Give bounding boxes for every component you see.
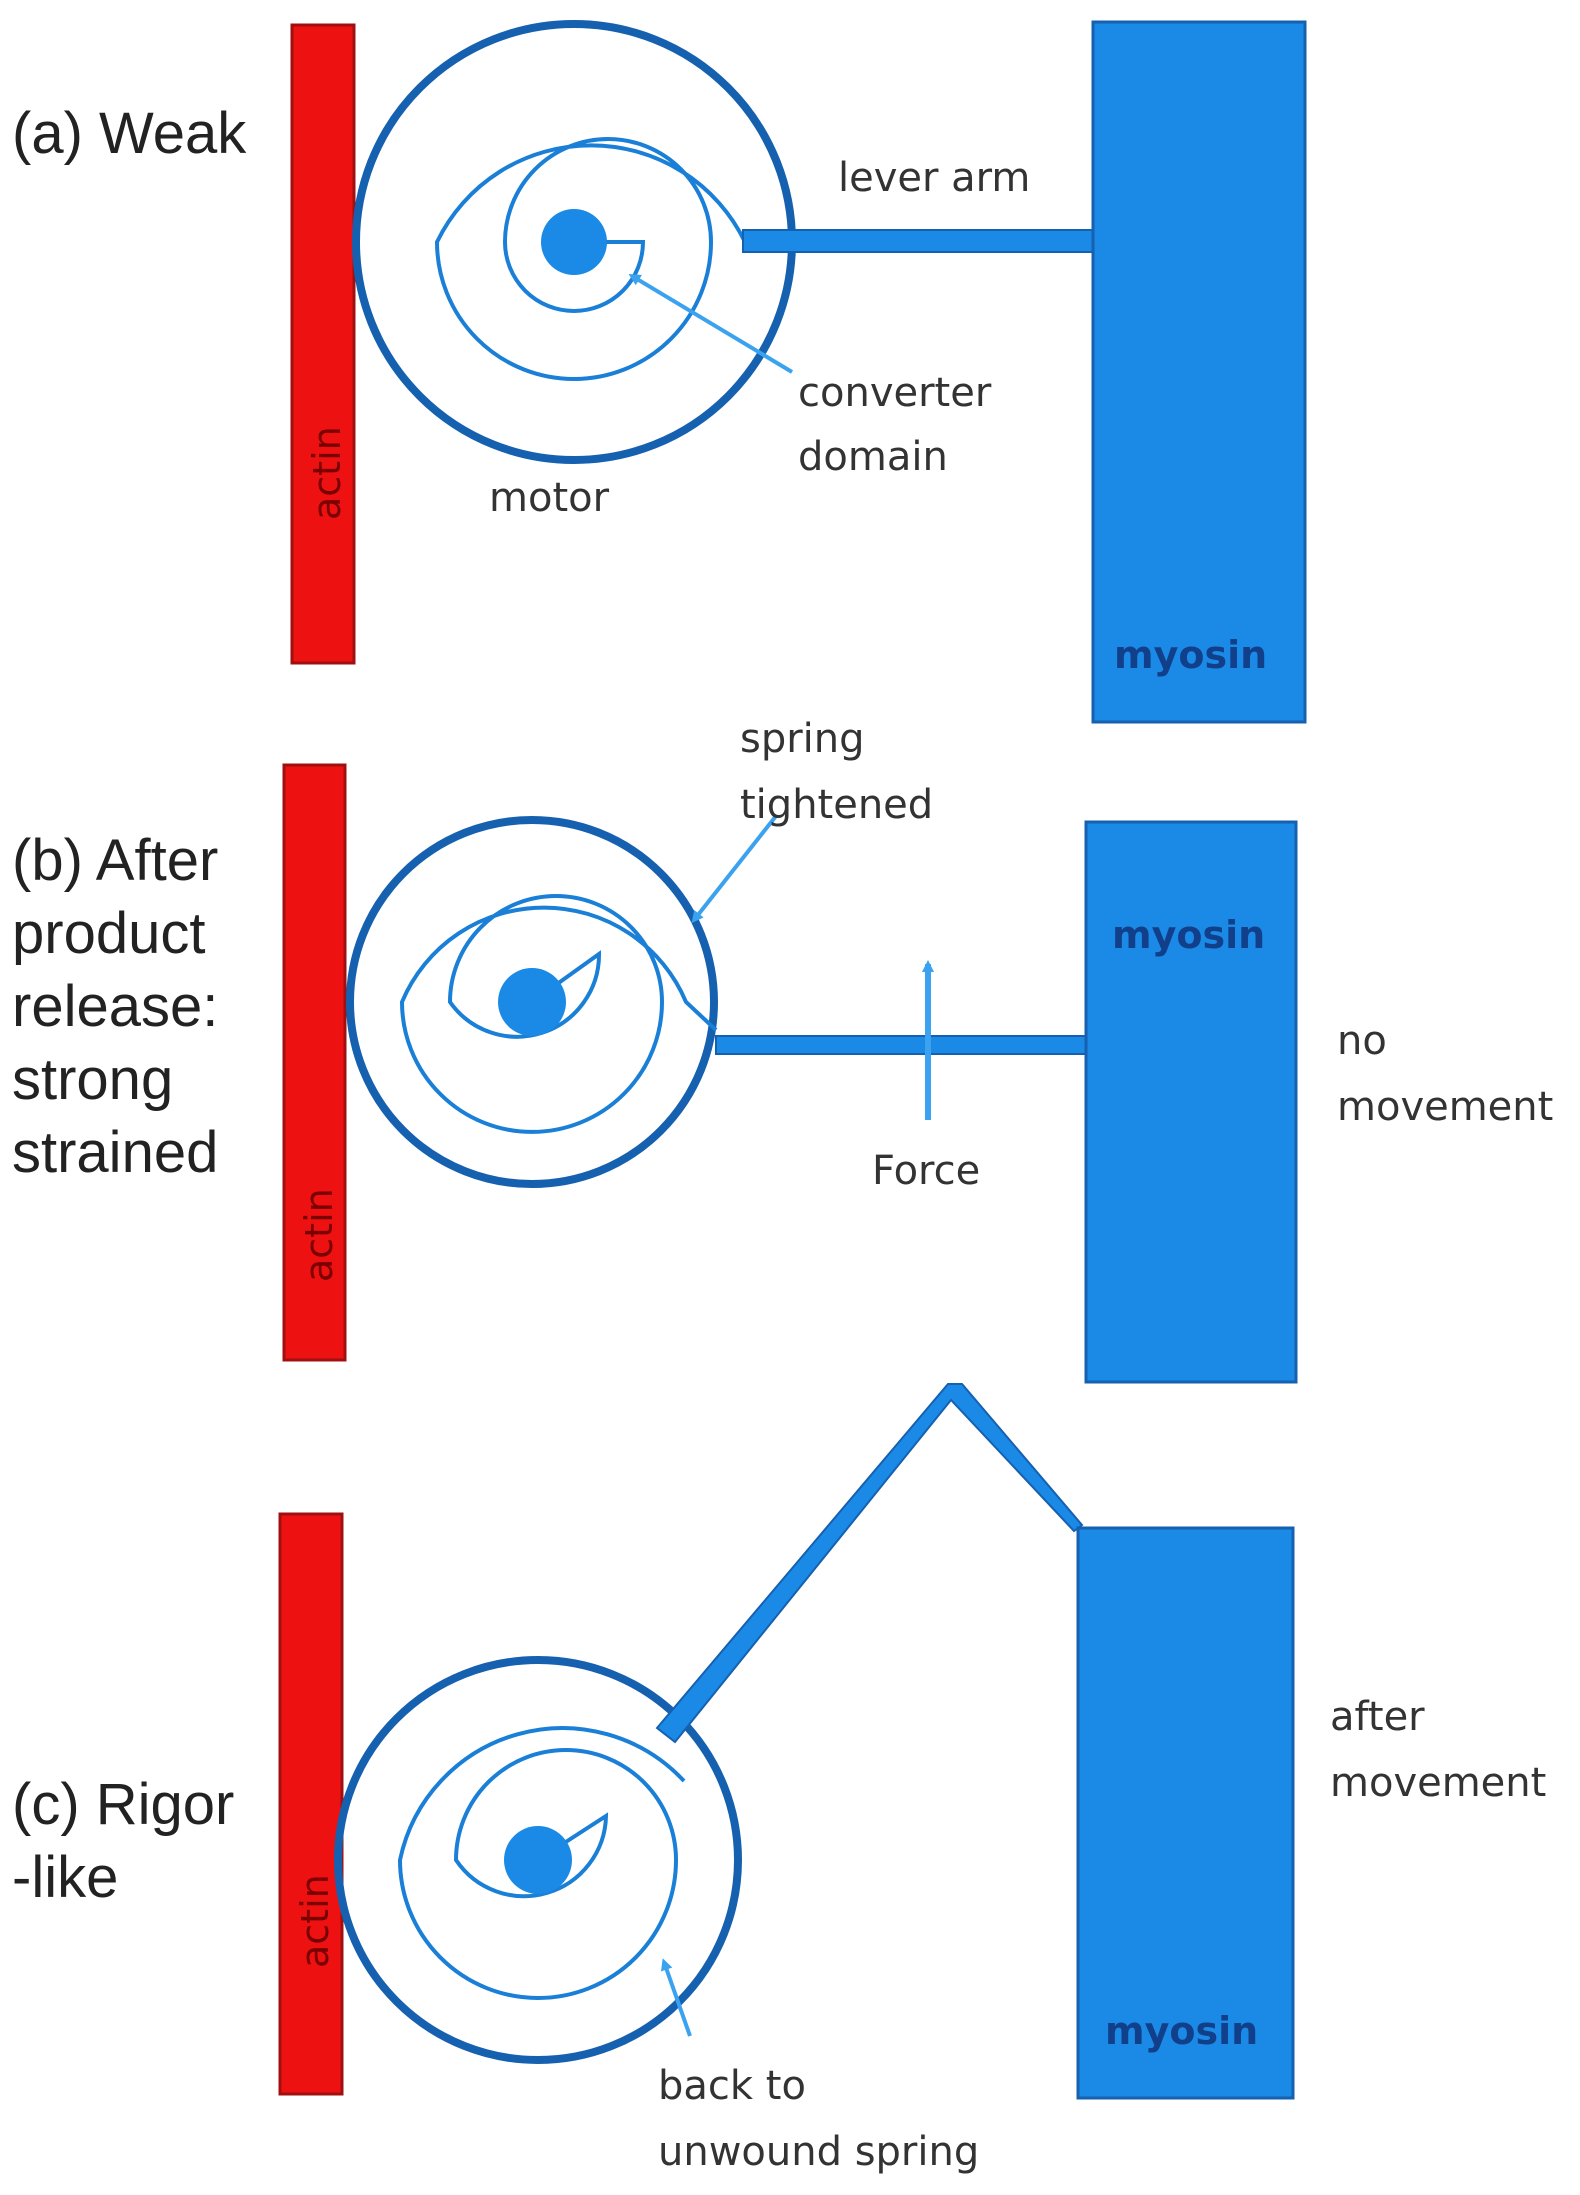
- actin-filament-a: [290, 23, 356, 665]
- converter-pointer-arrow: [628, 273, 794, 374]
- actin-label-b: actin: [297, 1188, 341, 1282]
- panel-c-title-line2: -like: [12, 1845, 118, 1910]
- lever-arm-label: lever arm: [838, 155, 1030, 201]
- after-movement-line2: movement: [1330, 1760, 1546, 1806]
- spring-spiral-b: [399, 894, 718, 1134]
- panel-b-title-line5: strained: [12, 1120, 218, 1185]
- no-movement-line2: movement: [1337, 1084, 1553, 1130]
- converter-hub-a: [541, 209, 607, 275]
- spring-tightened-line2: tightened: [740, 782, 933, 828]
- panel-a-title: (a) Weak: [12, 101, 247, 166]
- myosin-block-a: [1091, 20, 1307, 724]
- myosin-block-b: [1084, 820, 1298, 1384]
- converter-hub-c: [504, 1826, 572, 1894]
- after-movement-line1: after: [1330, 1694, 1425, 1740]
- myosin-block-c: [1076, 1526, 1295, 2100]
- panel-b-title-line4: strong: [12, 1047, 173, 1112]
- lever-arm-c: [655, 1383, 1084, 1744]
- spring-spiral-a: [434, 137, 747, 381]
- converter-label-line2: domain: [798, 434, 948, 480]
- converter-hub-b: [498, 968, 566, 1036]
- panel-b-title-line3: release:: [12, 974, 218, 1039]
- motor-domain-b: [346, 816, 718, 1188]
- no-movement-line1: no: [1337, 1018, 1387, 1064]
- unwound-spring-arrow: [660, 1958, 692, 2037]
- actin-filament-b: [282, 763, 347, 1362]
- force-label: Force: [872, 1148, 980, 1194]
- panel-b-title-line1: (b) After: [12, 828, 218, 893]
- spring-pointer-arrow-b: [691, 814, 778, 924]
- spring-tightened-line1: spring: [740, 716, 865, 762]
- panel-b: (b) After product release: strong strain…: [12, 716, 1553, 1384]
- myosin-label-b: myosin: [1112, 913, 1265, 957]
- myosin-label-a: myosin: [1114, 633, 1267, 677]
- actin-label-c: actin: [293, 1874, 337, 1968]
- motor-label: motor: [489, 475, 610, 521]
- motor-domain-c: [334, 1656, 742, 2064]
- panel-c: (c) Rigor -like actin myosin back to unw…: [12, 1383, 1546, 2175]
- panel-b-title-line2: product: [12, 901, 205, 966]
- actin-filament-c: [278, 1512, 344, 2096]
- unwound-spring-line2: unwound spring: [658, 2129, 979, 2175]
- panel-c-title-line1: (c) Rigor: [12, 1772, 234, 1837]
- panel-a: (a) Weak actin myosin lever arm converte…: [12, 20, 1307, 724]
- converter-label-line1: converter: [798, 370, 992, 416]
- unwound-spring-line1: back to: [658, 2063, 806, 2109]
- actin-label-a: actin: [305, 426, 349, 520]
- spring-spiral-c: [397, 1726, 686, 2000]
- myosin-label-c: myosin: [1105, 2009, 1258, 2053]
